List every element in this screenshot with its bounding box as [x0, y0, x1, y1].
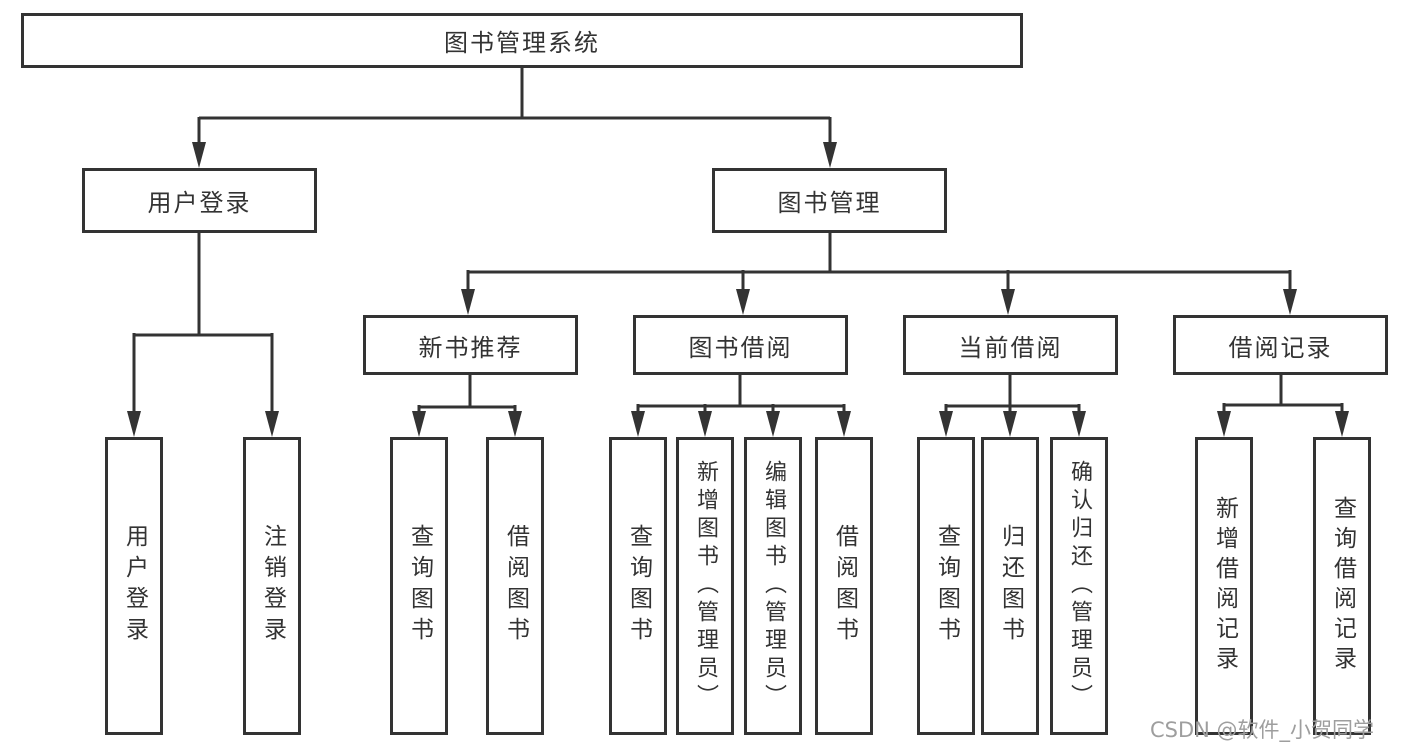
arrow-icon: [766, 411, 780, 437]
leaf-borrow-edit-books-admin: 编辑图书（管理员）: [744, 437, 802, 735]
leaf-user-login: 用户登录: [105, 437, 163, 735]
arrow-icon: [1217, 411, 1231, 437]
leaf-borrow-add-books-admin: 新增图书（管理员）: [676, 437, 734, 735]
connector-borrow-record-children: [1222, 375, 1344, 415]
csdn-watermark: CSDN @软件_小贺同学: [1150, 718, 1375, 742]
node-book-borrowing: 图书借阅: [633, 315, 848, 375]
arrow-icon: [1335, 411, 1349, 437]
leaf-borrow-query-books: 查询图书: [609, 437, 667, 735]
arrow-icon: [837, 411, 851, 437]
arrow-icon: [412, 411, 426, 437]
node-user-login: 用户登录: [82, 168, 317, 233]
arrow-icon: [192, 142, 206, 168]
arrow-icon: [461, 289, 475, 315]
arrow-icon: [508, 411, 522, 437]
leaf-record-query-borrow-record: 查询借阅记录: [1313, 437, 1371, 735]
connector-book-mgmt-to-level3: [466, 233, 1292, 293]
arrow-icon: [1283, 289, 1297, 315]
arrowheads: [127, 142, 1349, 437]
arrow-icon: [698, 411, 712, 437]
leaf-current-return-books: 归还图书: [981, 437, 1039, 735]
node-book-management: 图书管理: [712, 168, 947, 233]
leaf-record-add-borrow-record: 新增借阅记录: [1195, 437, 1253, 735]
leaf-newrec-borrow-books: 借阅图书: [486, 437, 544, 735]
connector-user-login-children: [132, 233, 274, 415]
node-new-book-recommendation: 新书推荐: [363, 315, 578, 375]
connector-new-book-children: [417, 375, 517, 415]
leaf-borrow-borrow-books: 借阅图书: [815, 437, 873, 735]
arrow-icon: [127, 411, 141, 437]
arrow-icon: [823, 142, 837, 168]
node-root-library-system: 图书管理系统: [21, 13, 1023, 68]
arrow-icon: [631, 411, 645, 437]
arrow-icon: [939, 411, 953, 437]
connector-book-borrow-children: [636, 375, 846, 415]
arrow-icon: [736, 289, 750, 315]
leaf-current-confirm-return-admin: 确认归还（管理员）: [1050, 437, 1108, 735]
leaf-logout: 注销登录: [243, 437, 301, 735]
arrow-icon: [265, 411, 279, 437]
connector-root-to-level2: [197, 68, 832, 146]
node-current-borrowing: 当前借阅: [903, 315, 1118, 375]
arrow-icon: [1001, 289, 1015, 315]
leaf-newrec-query-books: 查询图书: [390, 437, 448, 735]
arrow-icon: [1072, 411, 1086, 437]
arrow-icon: [1003, 411, 1017, 437]
connector-current-borrow-children: [944, 375, 1081, 415]
node-borrowing-records: 借阅记录: [1173, 315, 1388, 375]
leaf-current-query-books: 查询图书: [917, 437, 975, 735]
